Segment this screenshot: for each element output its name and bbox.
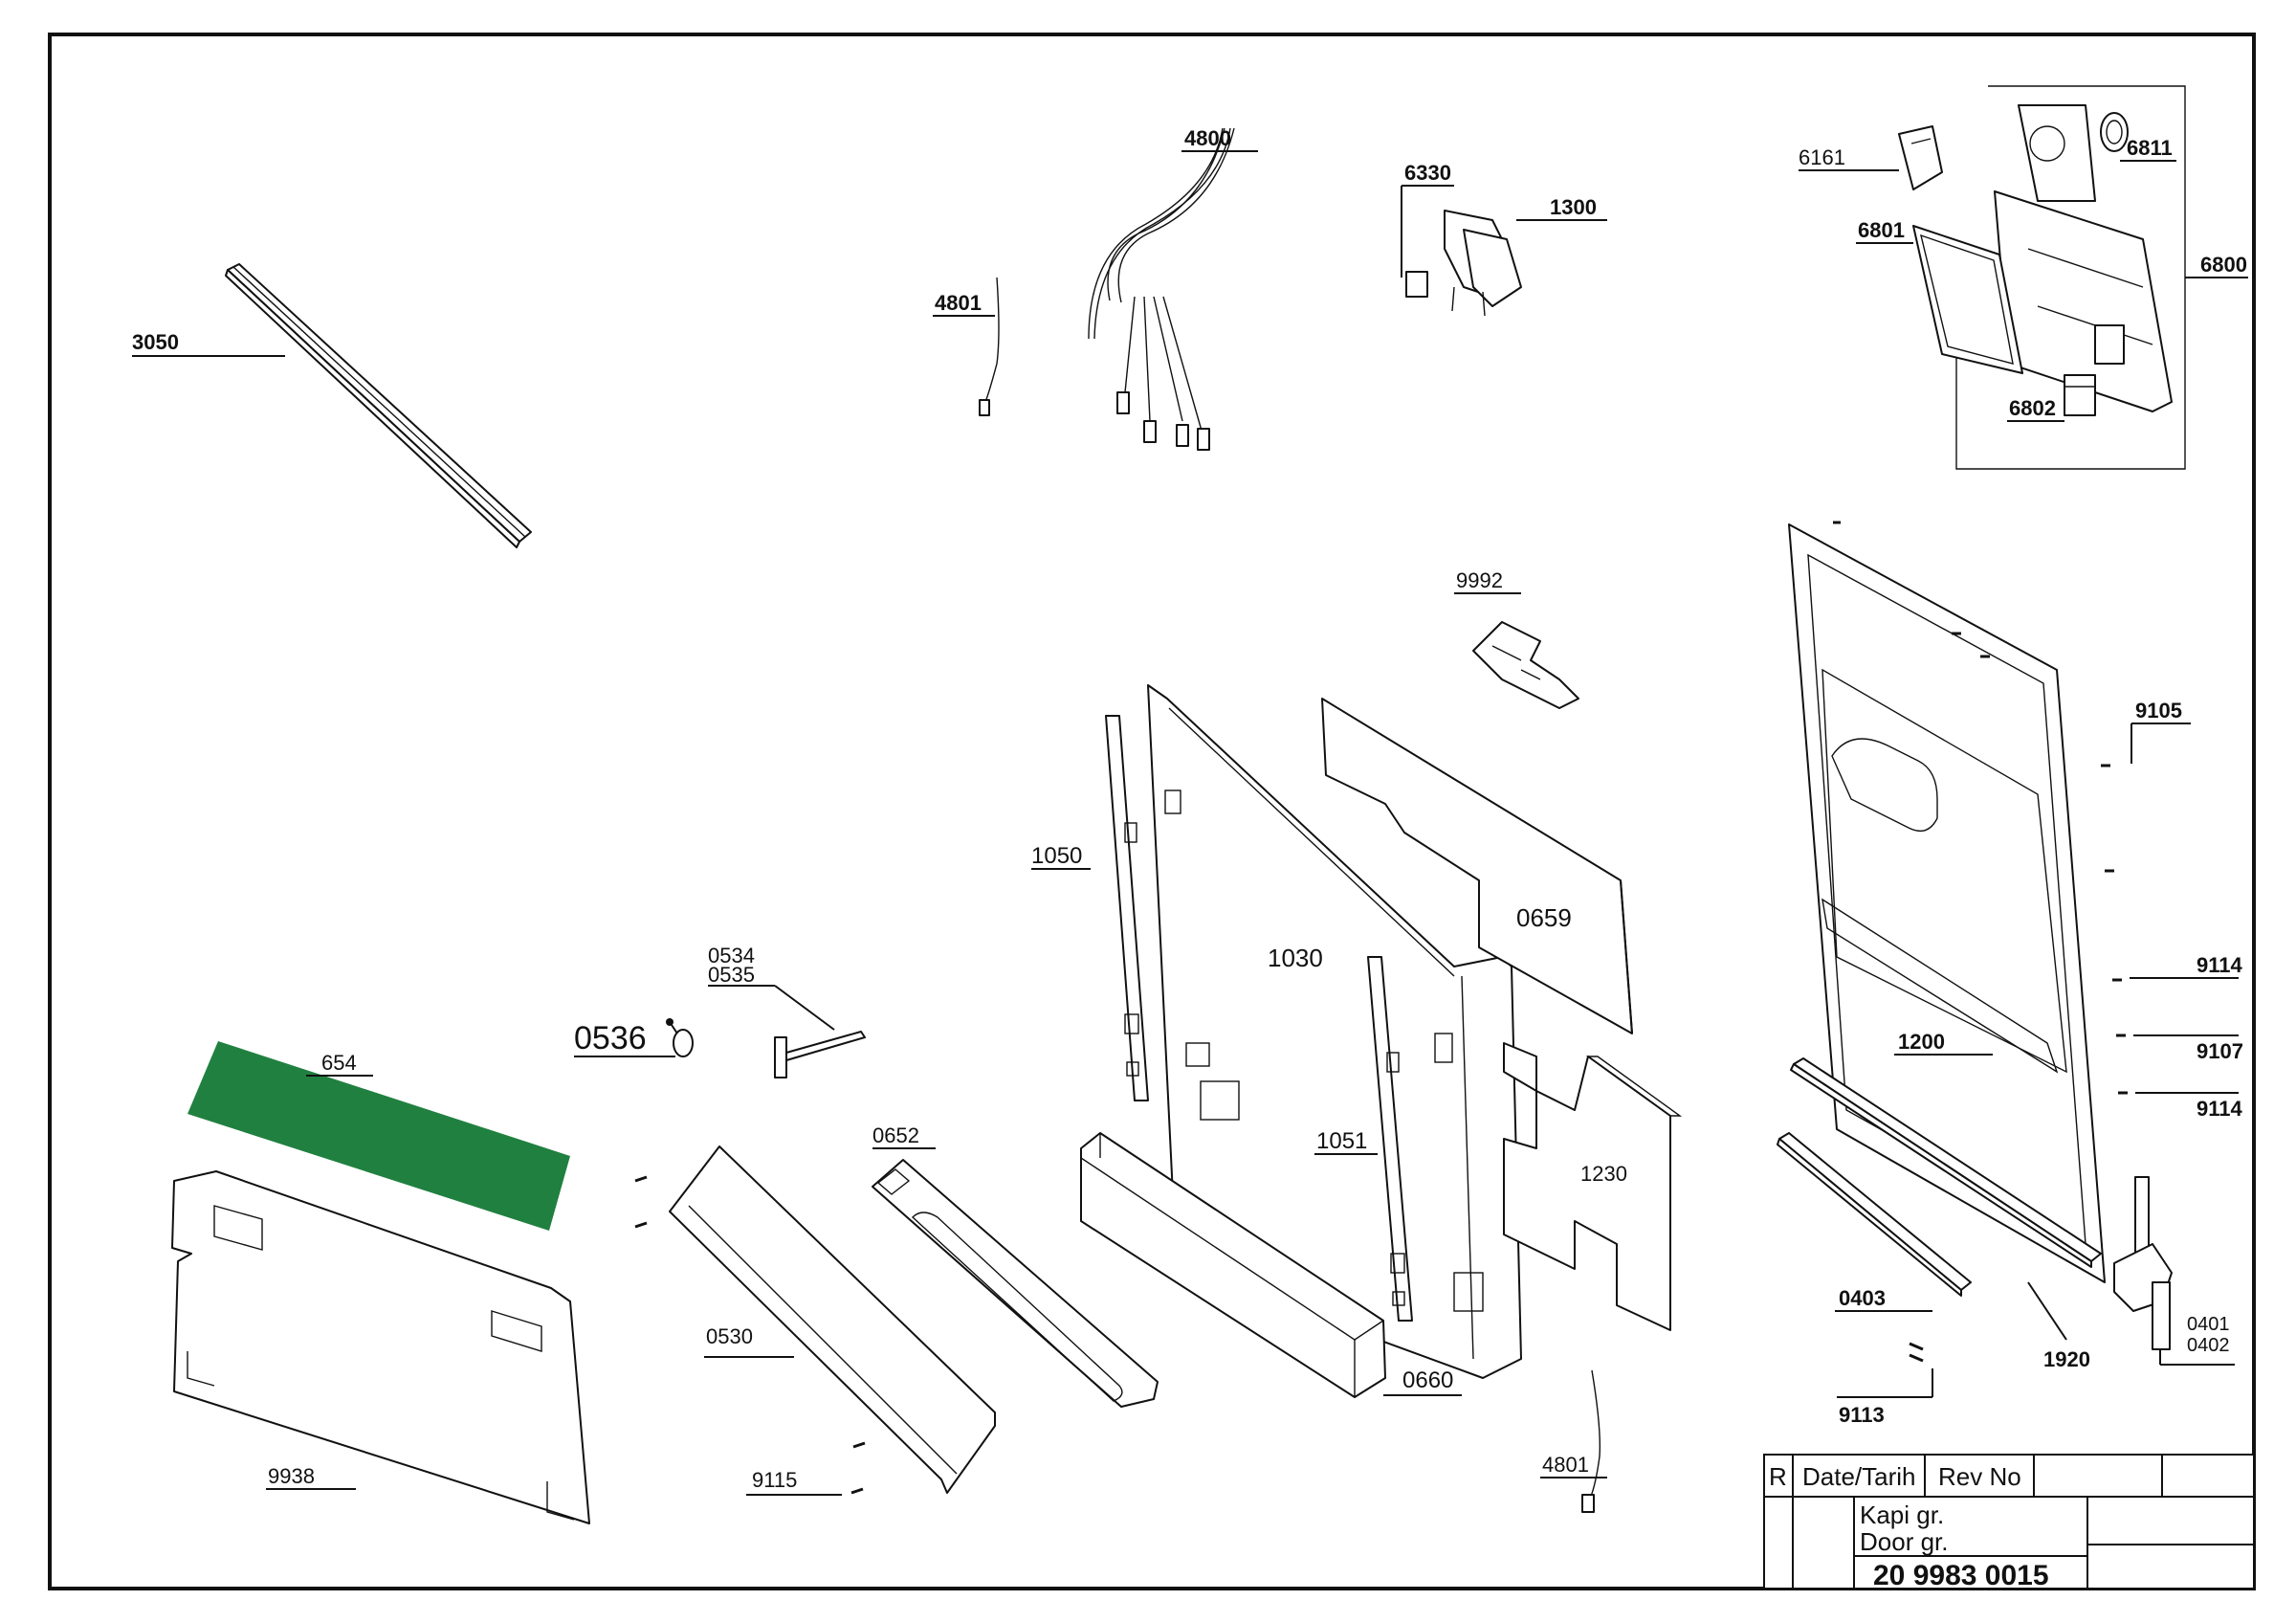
label-6330: 6330 [1404, 161, 1451, 185]
label-0536: 0536 [574, 1020, 647, 1056]
part-4801-wire-lower [1581, 1369, 1601, 1513]
title-name-en: Door gr. [1860, 1527, 1949, 1556]
title-r: R [1769, 1462, 1787, 1491]
label-9107: 9107 [2197, 1039, 2243, 1063]
label-1050: 1050 [1031, 843, 1082, 869]
part-6802-cap [2064, 374, 2096, 416]
part-4800-harness [1088, 127, 1235, 451]
label-0534: 0534 [708, 944, 755, 967]
part-9992-bracket [1472, 621, 1579, 709]
part-0534-latch [774, 1031, 866, 1078]
label-6800: 6800 [2200, 253, 2247, 277]
part-0536-key [666, 1018, 694, 1057]
part-3050-rail [225, 263, 532, 548]
label-6802: 6802 [2009, 396, 2056, 420]
label-0403: 0403 [1839, 1286, 1886, 1310]
label-1030: 1030 [1268, 944, 1323, 972]
label-4801-upper: 4801 [935, 291, 982, 315]
part-1051-bracket [1367, 956, 1413, 1322]
label-1200: 1200 [1898, 1030, 1945, 1054]
part-6801-gasket [1912, 225, 2023, 374]
part-9113-screw [1909, 1342, 1924, 1363]
label-1920: 1920 [2043, 1347, 2090, 1371]
label-9114-upper: 9114 [2197, 953, 2242, 977]
label-9938: 9938 [268, 1464, 315, 1488]
part-0401-hinge [2113, 1176, 2173, 1350]
label-9105: 9105 [2135, 699, 2182, 723]
label-0401: 0401 [2187, 1314, 2230, 1335]
screws-9105-group [1833, 521, 2128, 1095]
label-9992: 9992 [1456, 568, 1503, 592]
part-0660-insulation [1080, 1132, 1386, 1398]
title-name-tr: Kapi gr. [1860, 1501, 1944, 1529]
label-0652: 0652 [872, 1123, 919, 1147]
label-9114-lower: 9114 [2197, 1097, 2242, 1121]
title-doc-no: 20 9983 0015 [1873, 1560, 2049, 1591]
title-block [1763, 1454, 2255, 1590]
label-6161: 6161 [1799, 145, 1845, 169]
label-4801-lower: 4801 [1542, 1453, 1589, 1477]
part-6330-clip [1405, 271, 1428, 298]
part-0659-insulation [1321, 698, 1633, 1034]
label-1230: 1230 [1580, 1162, 1627, 1186]
title-date: Date/Tarih [1802, 1462, 1916, 1491]
drawing-frame [48, 33, 2256, 1590]
label-0530: 0530 [706, 1324, 753, 1348]
label-654: 654 [321, 1051, 357, 1075]
part-654-highlight [188, 1041, 570, 1231]
label-9113: 9113 [1839, 1403, 1885, 1427]
part-1030-panel [1147, 684, 1522, 1379]
label-0660: 0660 [1402, 1367, 1453, 1393]
part-0652-handle-grip [872, 1159, 1159, 1408]
part-4801-wire-upper [979, 277, 1000, 416]
title-rev: Rev No [1938, 1462, 2021, 1491]
label-6801: 6801 [1858, 218, 1905, 242]
part-9938-panel [171, 1170, 590, 1524]
label-9115: 9115 [752, 1468, 797, 1492]
part-1300-module [1444, 210, 1522, 317]
label-0402: 0402 [2187, 1335, 2230, 1356]
part-1200-inner-door [1788, 523, 2106, 1283]
part-1050-bracket [1105, 715, 1149, 1101]
label-0659: 0659 [1516, 903, 1572, 932]
part-6161-clip [1898, 125, 1943, 190]
part-6800-dispenser [1994, 104, 2173, 412]
label-1051: 1051 [1316, 1128, 1367, 1154]
part-6811-ring [2100, 112, 2129, 152]
label-0535: 0535 [708, 963, 755, 987]
screws-0530-group [634, 1175, 866, 1495]
label-3050: 3050 [132, 330, 179, 354]
label-1300: 1300 [1550, 195, 1597, 219]
label-4800: 4800 [1184, 126, 1231, 150]
label-6811: 6811 [2127, 136, 2173, 160]
part-0403-strip [1777, 1132, 1972, 1297]
group-6800-bracket [1955, 85, 2186, 470]
part-1230-insulation [1503, 1042, 1683, 1331]
part-1920-strip [1790, 1057, 2102, 1268]
part-0530-handle-frame [669, 1145, 996, 1494]
